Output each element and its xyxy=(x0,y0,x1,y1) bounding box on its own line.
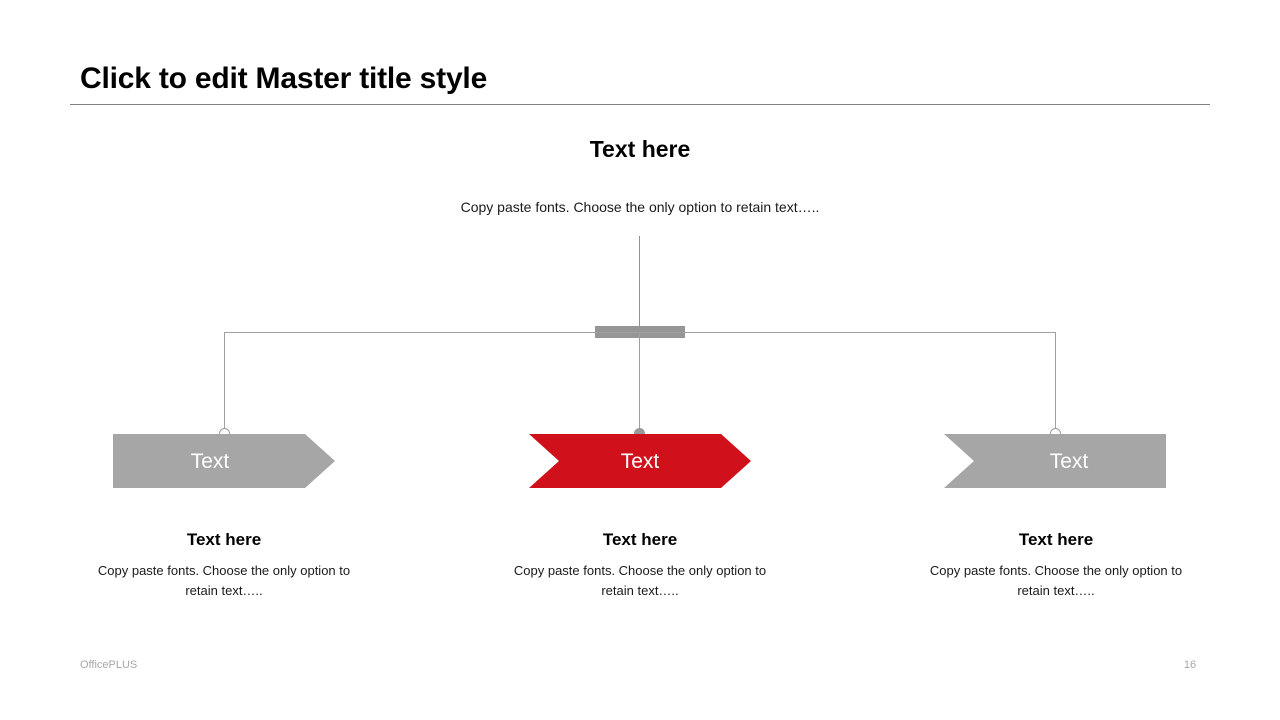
chevron-label-3: Text xyxy=(1049,449,1089,473)
top-body-text: Copy paste fonts. Choose the only option… xyxy=(460,199,820,215)
caption-title-1: Text here xyxy=(186,530,262,549)
caption-title-3: Text here xyxy=(1018,530,1094,549)
chevron-shape-1 xyxy=(113,434,335,488)
chevron-arrow-1[interactable]: Text xyxy=(113,434,335,488)
connector-drop-right xyxy=(1055,332,1056,433)
page-title: Click to edit Master title style xyxy=(80,62,488,95)
footer-page-number: 16 xyxy=(1183,659,1197,671)
chevron-shape-3 xyxy=(944,434,1166,488)
caption-body-2: Copy paste fonts. Choose the only option… xyxy=(513,563,767,599)
caption-block-3: Text here Copy paste fonts. Choose the o… xyxy=(911,530,1201,601)
caption-block-2: Text here Copy paste fonts. Choose the o… xyxy=(495,530,785,601)
chevron-label-1: Text xyxy=(190,449,230,473)
top-heading: Text here xyxy=(589,136,691,162)
chevron-arrow-2[interactable]: Text xyxy=(529,434,751,488)
caption-block-1: Text here Copy paste fonts. Choose the o… xyxy=(79,530,369,601)
footer-brand: OfficePLUS xyxy=(80,659,138,671)
connector-drop-center xyxy=(639,332,640,433)
chevron-label-2: Text xyxy=(620,449,660,473)
caption-body-1: Copy paste fonts. Choose the only option… xyxy=(97,563,351,599)
caption-body-3: Copy paste fonts. Choose the only option… xyxy=(929,563,1183,599)
connector-drop-left xyxy=(224,332,225,433)
chevron-arrow-3[interactable]: Text xyxy=(944,434,1166,488)
connector-horizontal xyxy=(224,332,1056,333)
caption-title-2: Text here xyxy=(602,530,678,549)
title-divider xyxy=(70,104,1210,105)
connector-stem-vertical xyxy=(639,236,640,333)
chevron-shape-2 xyxy=(529,434,751,488)
